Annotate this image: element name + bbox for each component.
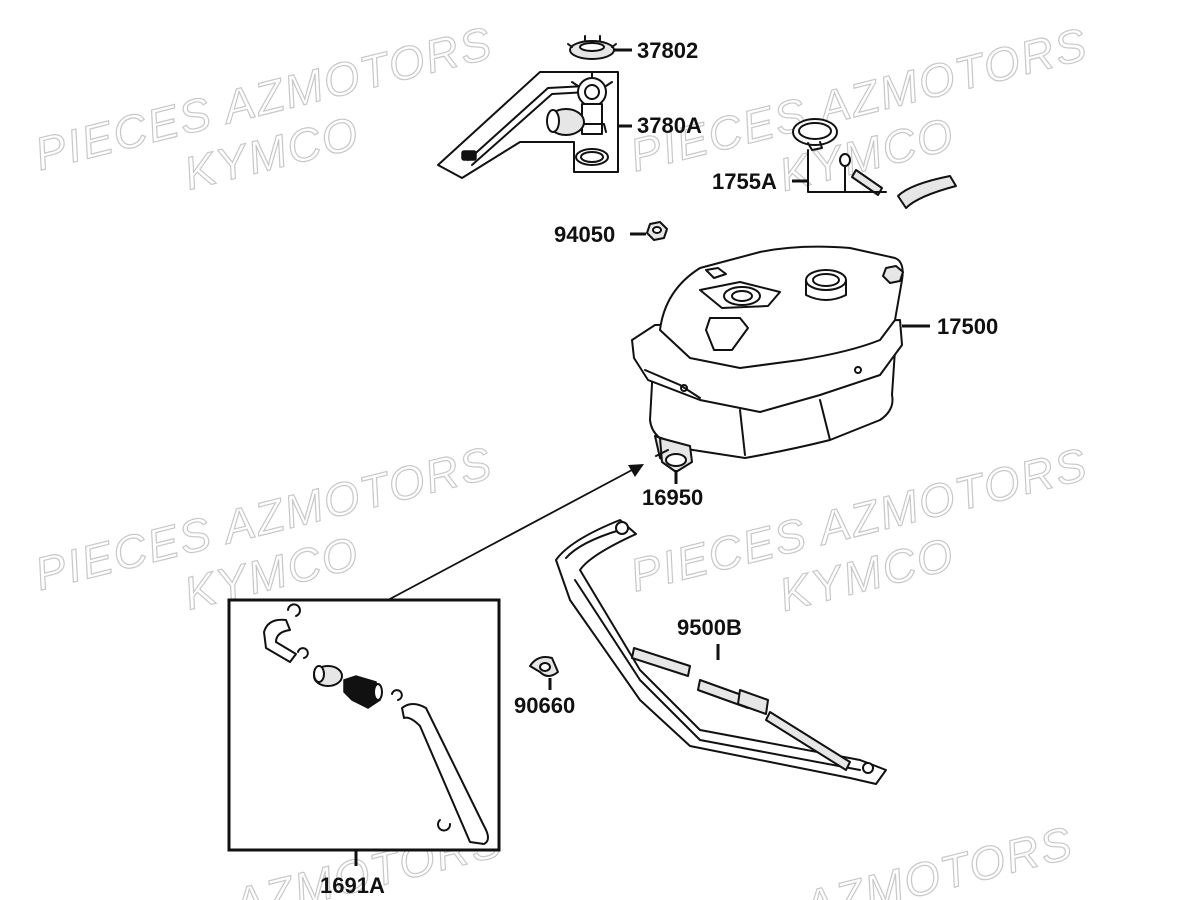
part-label-1755A[interactable]: 1755A <box>712 169 777 194</box>
watermark-group: PIECES AZMOTORS KYMCO PIECES AZMOTORS KY… <box>29 16 1094 900</box>
part-16950-fuel-cock[interactable] <box>655 437 693 473</box>
part-label-3780A[interactable]: 3780A <box>637 113 702 138</box>
part-label-17500[interactable]: 17500 <box>937 314 998 339</box>
part-label-1691A[interactable]: 1691A <box>320 873 385 898</box>
part-17500-fuel-tank[interactable] <box>631 245 904 466</box>
part-label-9500B[interactable]: 9500B <box>677 615 742 640</box>
part-label-16950[interactable]: 16950 <box>642 485 703 510</box>
part-label-94050[interactable]: 94050 <box>554 222 615 247</box>
part-90660-clamp[interactable] <box>529 656 559 677</box>
part-1755A-hose-set[interactable] <box>792 118 957 209</box>
part-94050-nut[interactable] <box>646 221 668 241</box>
part-label-37802[interactable]: 37802 <box>637 38 698 63</box>
part-label-90660[interactable]: 90660 <box>514 693 575 718</box>
watermark-line1-partial: AZMOTORS <box>795 816 1078 900</box>
part-9500B-tube-set[interactable] <box>555 519 887 785</box>
assembly-arrow <box>387 464 644 601</box>
part-37802-retaining-ring[interactable] <box>567 35 617 60</box>
part-3780A-fuel-gauge-unit[interactable] <box>437 71 619 179</box>
part-1691A-fuel-filter-kit[interactable] <box>227 598 501 852</box>
